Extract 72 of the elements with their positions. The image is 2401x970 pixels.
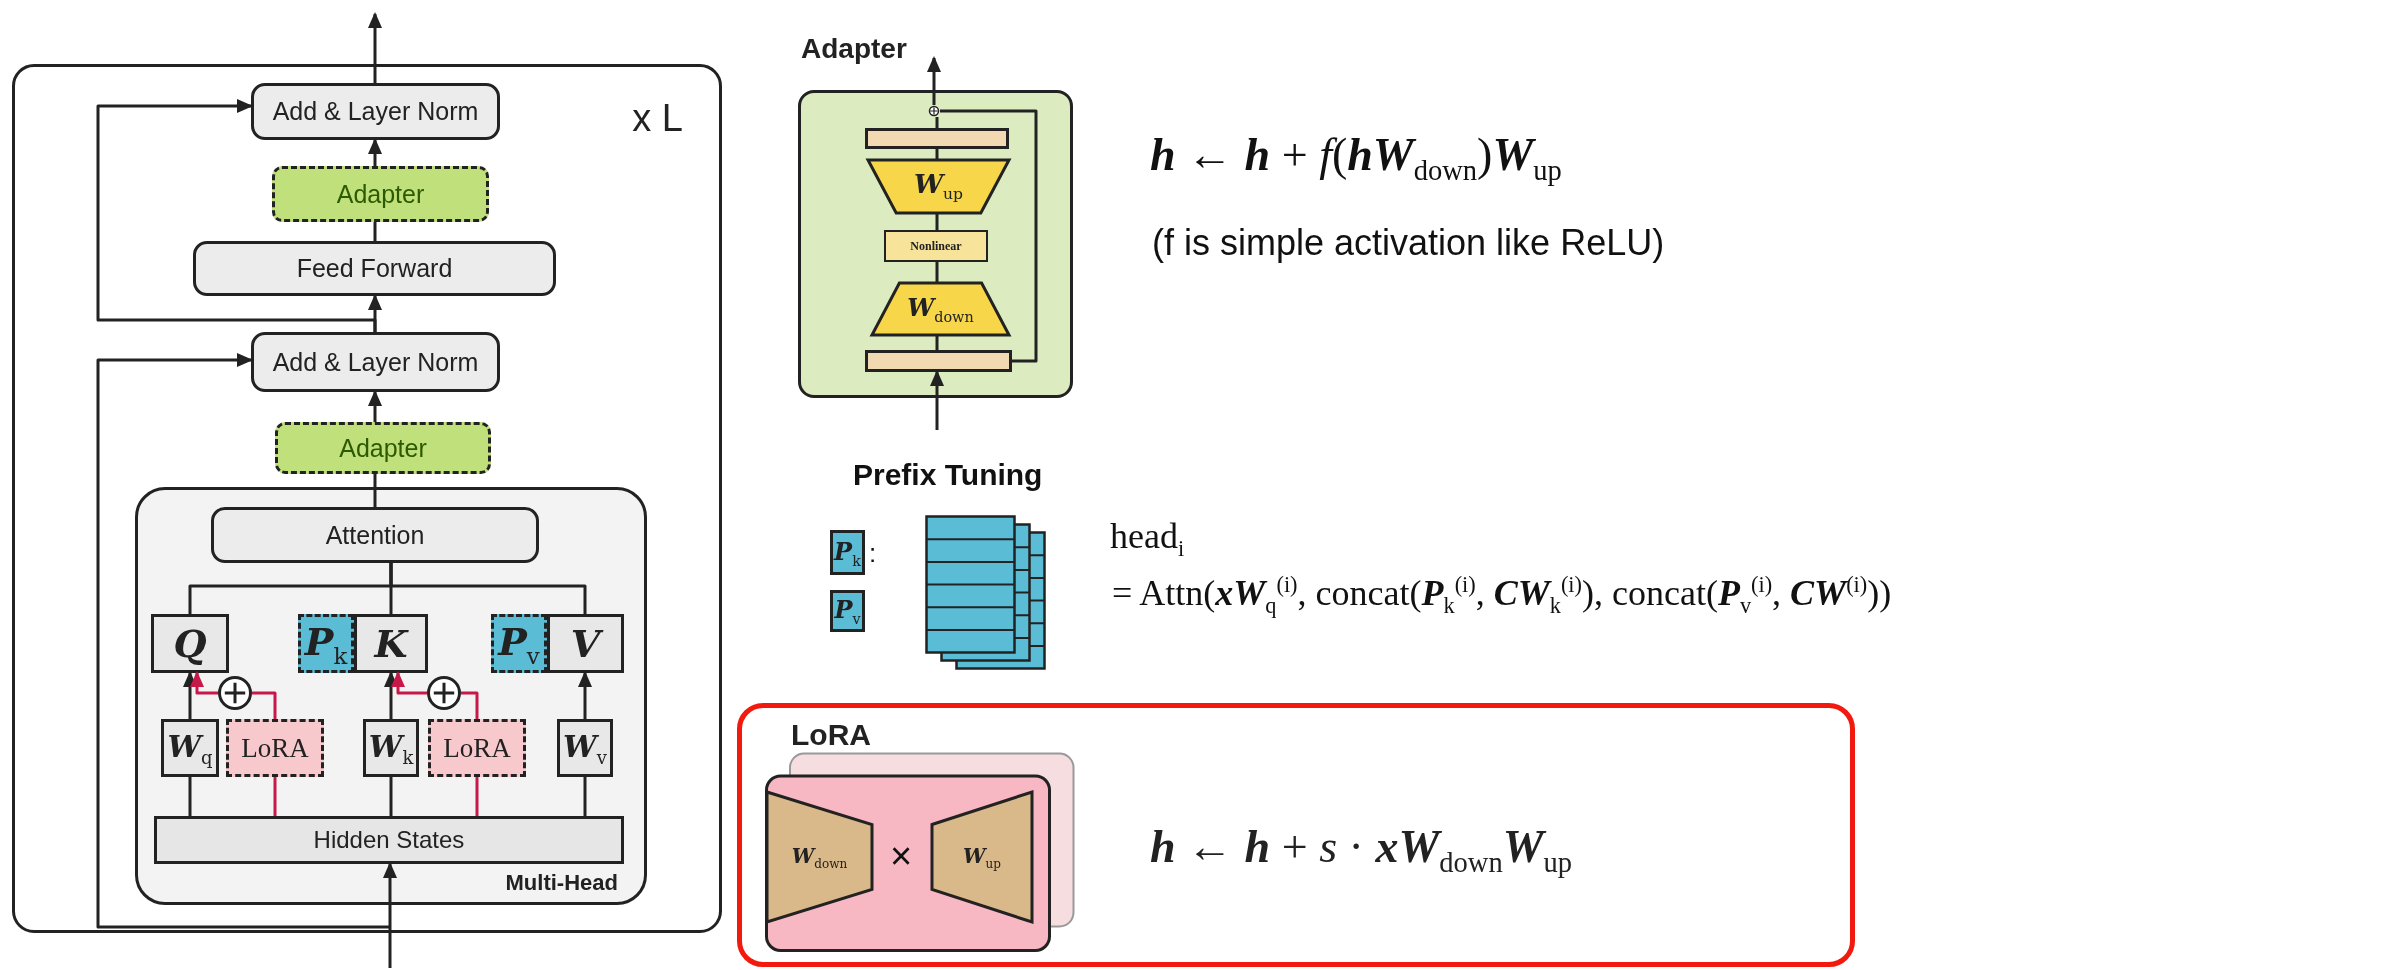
equation-term: head$_{i}$ [1110, 515, 1185, 563]
arrow [383, 862, 397, 968]
connector-line [935, 335, 939, 350]
transformer-block-frame [12, 64, 722, 933]
arrow [368, 12, 382, 83]
up-projection-trapezoid: W$_{up}$ [932, 792, 1032, 922]
section-title: Prefix Tuning [853, 458, 1043, 492]
adapter-box: Adapter [275, 422, 491, 474]
section-title: Adapter [801, 33, 907, 65]
adapter-box: Adapter [272, 166, 489, 222]
sum-circle [218, 676, 252, 710]
weight-box: W$_{q}$ [161, 719, 219, 777]
equation: h ← h + s · xW$_{down}$W$_{up}$ [1150, 820, 1573, 880]
connector-line [935, 149, 939, 160]
attention-box: Attention [211, 507, 539, 563]
stacked-matrices-drawing [925, 515, 1045, 670]
up-projection-trapezoid: W$_{up}$ [868, 160, 1009, 213]
weight-box: W$_{v}$ [557, 719, 613, 777]
highlight-frame [737, 703, 1855, 967]
feed-forward-box: Feed Forward [193, 241, 556, 296]
down-projection-trapezoid: W$_{down}$ [767, 792, 872, 922]
arrow [930, 370, 944, 430]
sum-circle [427, 676, 461, 710]
group-title: Multi-Head [505, 870, 618, 896]
arrow [368, 390, 382, 422]
nonlinear-box: Nonlinear [884, 230, 988, 262]
repeat-label: x L [632, 97, 683, 140]
connector-line [935, 117, 939, 128]
hidden-states-bar: Hidden States [154, 816, 624, 864]
arrow [96, 99, 377, 332]
prefix-box: P$_{v}$ [491, 614, 547, 673]
equation: h ← h + f(hW$_{down}$)W$_{up}$ [1150, 128, 1562, 188]
note-text: (f is simple activation like ReLU) [1152, 222, 1665, 264]
down-projection-trapezoid: W$_{down}$ [872, 283, 1009, 335]
connector-line [389, 563, 587, 614]
layer-bar [865, 350, 1012, 372]
weight-box: W$_{k}$ [363, 719, 419, 777]
arrow [391, 671, 427, 695]
arrow [96, 353, 390, 929]
lora-box: LoRA [428, 719, 526, 777]
connector-line [935, 213, 939, 230]
connector-line [461, 691, 479, 719]
layer-bar [865, 128, 1009, 149]
matrix-box: K [354, 614, 428, 673]
matrix-box: V [547, 614, 624, 673]
layer-norm-box: Add & Layer Norm [251, 332, 500, 392]
connector-line [252, 691, 277, 719]
layer-norm-box: Add & Layer Norm [251, 83, 500, 140]
connector-line [475, 777, 479, 816]
sum-circle [928, 105, 940, 117]
connector-line [583, 777, 587, 816]
arrow [927, 56, 941, 105]
connector-line [273, 777, 277, 816]
prefix-box: P$_{v}$ [830, 590, 865, 632]
prefix-box: P$_{k}$ [830, 530, 865, 575]
lora-box: LoRA [226, 719, 324, 777]
connector-line [389, 777, 393, 816]
connector-line [935, 262, 939, 283]
multiply-sign: × [890, 835, 913, 878]
multi-head-box [135, 487, 647, 905]
arrow [368, 138, 382, 166]
equation: = Attn(xW$_{q}$$^{(i)}$, concat(P$_{k}$$^{(i)}$, CW$_{k}$$^{(i)}$), concat(P$_{v}$$^{(i)}$, CW$^{(i)}$)) [1112, 572, 1892, 620]
connector-line [373, 474, 377, 507]
connector-line [940, 109, 1038, 363]
arrow [190, 671, 218, 695]
colon-mark: : [869, 538, 877, 569]
connector-line [373, 222, 377, 241]
prefix-box: P$_{k}$ [298, 614, 354, 673]
arrow [578, 671, 592, 719]
matrix-box: Q [151, 614, 229, 673]
section-title: LoRA [791, 718, 871, 752]
connector-line [188, 777, 192, 816]
